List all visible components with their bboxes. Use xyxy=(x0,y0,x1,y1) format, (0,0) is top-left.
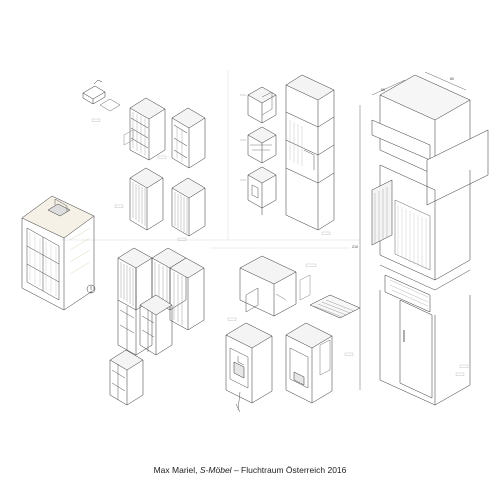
exploded-pieces-mid xyxy=(239,255,361,319)
dimension-height-side: 210 xyxy=(352,245,358,249)
assembled-column xyxy=(285,74,335,231)
slatted-unit-2 xyxy=(171,177,206,237)
exploded-small-parts xyxy=(82,79,121,112)
dimension-depth-left: 60 xyxy=(381,88,385,92)
annotation-labels xyxy=(91,118,469,376)
drawer-unit-open xyxy=(123,97,166,161)
drawer-unit-closed xyxy=(171,107,206,169)
exploded-stack xyxy=(240,86,277,215)
stacked-cluster xyxy=(117,247,205,356)
tall-cabinet-exploded xyxy=(359,71,489,406)
construction-lines xyxy=(60,70,360,249)
open-unit-left xyxy=(225,322,273,413)
single-module-large xyxy=(21,195,96,311)
open-unit-right xyxy=(285,322,333,404)
dimension-width-top: 60 xyxy=(450,77,454,81)
caption-author: Max Mariel, xyxy=(153,465,198,475)
caption-title: S-Möbel xyxy=(199,465,232,475)
slatted-unit-1 xyxy=(129,167,164,231)
drawing-caption: Max Mariel, S-Möbel – Fluchtraum Österre… xyxy=(0,465,500,475)
drawer-unit-bottom xyxy=(109,349,144,406)
caption-rest: – Fluchtraum Österreich 2016 xyxy=(233,465,347,475)
